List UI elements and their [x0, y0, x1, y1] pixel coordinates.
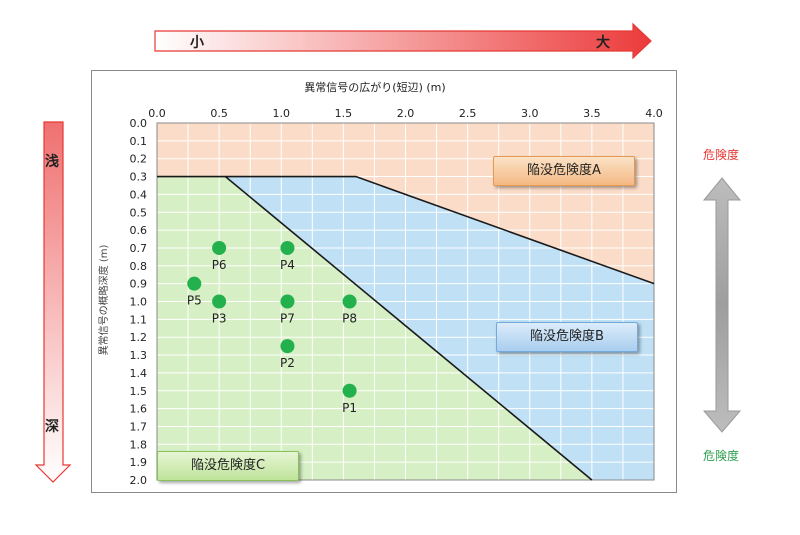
data-point-p4 [280, 240, 295, 255]
y-tick-label: 1.4 [130, 367, 148, 380]
x-tick-label: 2.0 [397, 107, 415, 120]
data-point-label: P2 [280, 356, 295, 370]
ticks-layer: 0.0 0.5 1.0 1.5 2.0 2.5 3.0 3.5 4.0 0.0 0.1 0.2 0.3 0… [130, 107, 663, 487]
x-tick-label: 3.5 [583, 107, 601, 120]
data-point-label: P8 [342, 312, 357, 326]
data-point-label: P5 [187, 294, 202, 308]
data-point-label: P7 [280, 312, 295, 326]
y-tick-label: 1.3 [130, 349, 148, 362]
y-tick-label: 0.2 [130, 153, 148, 166]
boundary-layer [157, 175, 655, 481]
y-tick-label: 1.9 [130, 456, 148, 469]
y-tick-label: 1.7 [130, 420, 148, 433]
data-point-p1 [342, 383, 357, 398]
y-tick-label: 1.1 [130, 313, 148, 326]
zone-c-label: 陥没危険度C [157, 451, 299, 481]
data-point-label: P6 [212, 258, 227, 272]
y-tick-label: 0.7 [130, 242, 148, 255]
y-tick-label: 0.3 [130, 171, 148, 184]
region-boundary [157, 175, 655, 285]
x-tick-label: 1.0 [273, 107, 291, 120]
top-arrow: 小 大 [154, 22, 652, 60]
data-point-label: P1 [342, 401, 357, 415]
top-arrow-right-label: 大 [596, 34, 610, 51]
x-tick-label: 1.5 [335, 107, 353, 120]
y-tick-label: 2.0 [130, 474, 148, 487]
y-tick-label: 0.0 [130, 117, 148, 130]
y-tick-label: 0.1 [130, 135, 148, 148]
left-arrow-bottom-label: 深 [45, 418, 59, 435]
y-tick-label: 1.6 [130, 403, 148, 416]
y-tick-label: 1.0 [130, 296, 148, 309]
x-tick-label: 0.0 [148, 107, 166, 120]
data-point-p8 [342, 294, 357, 309]
x-tick-label: 0.5 [210, 107, 228, 120]
data-point-p7 [280, 294, 295, 309]
left-arrow-top-label: 浅 [45, 153, 59, 170]
top-arrow-left-label: 小 [190, 35, 204, 51]
data-point-p2 [280, 339, 295, 354]
y-tick-label: 0.4 [130, 188, 148, 201]
zone-b-label: 陥没危険度B [496, 322, 638, 352]
data-point-p6 [212, 240, 227, 255]
data-point-p5 [187, 276, 202, 291]
y-tick-label: 1.5 [130, 385, 148, 398]
plot-border [156, 122, 655, 481]
y-tick-label: 0.9 [130, 278, 148, 291]
danger-high-label: 危険度 [703, 148, 740, 162]
data-point-label: P4 [280, 258, 295, 272]
x-axis-label: 異常信号の広がり(短辺) (m) [304, 80, 445, 94]
danger-low-label: 危険度 [703, 449, 740, 463]
right-danger-arrow [702, 177, 742, 433]
y-axis-label: 異常信号の概略深度 (m) [97, 245, 110, 356]
y-tick-label: 1.2 [130, 331, 148, 344]
data-point-label: P3 [212, 312, 227, 326]
y-tick-label: 1.8 [130, 438, 148, 451]
y-tick-label: 0.8 [130, 260, 148, 273]
x-tick-label: 2.5 [459, 107, 477, 120]
region-boundary [224, 175, 593, 481]
region-b [225, 176, 654, 481]
y-tick-label: 0.5 [130, 206, 148, 219]
data-point-p3 [212, 294, 227, 309]
x-tick-label: 4.0 [645, 107, 663, 120]
x-tick-label: 3.0 [521, 107, 539, 120]
zone-a-label: 陥没危険度A [493, 156, 635, 186]
left-arrow: 浅 深 [34, 121, 72, 483]
y-tick-label: 0.6 [130, 224, 148, 237]
